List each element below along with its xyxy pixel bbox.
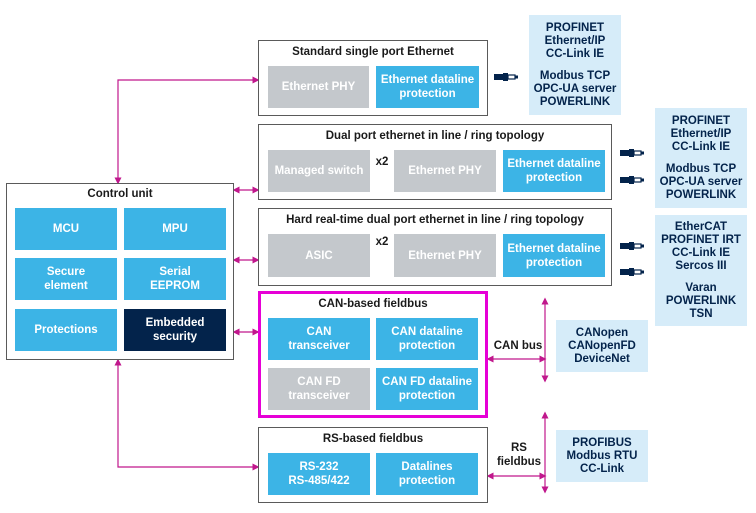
can-title: CAN-based fieldbus: [318, 298, 428, 310]
can-highlight: [258, 291, 488, 418]
dual-eth-protocols: PROFINET Ethernet/IP CC-Link IE Modbus T…: [655, 108, 747, 208]
protocol-item: Modbus RTU: [566, 449, 638, 462]
rs-title: RS-based fieldbus: [322, 433, 424, 445]
protocol-item: OPC-UA server: [659, 175, 743, 188]
std-eth-title: Standard single port Ethernet: [292, 46, 454, 58]
can-protection-block: CAN dataline protection: [376, 318, 478, 360]
protocol-item: PROFINET: [545, 21, 605, 34]
protocol-item: Ethernet/IP: [544, 34, 606, 47]
protocol-item: CC-Link: [579, 462, 625, 475]
protections-block: Protections: [15, 309, 117, 351]
rt-eth-protection-block: Ethernet dataline protection: [503, 234, 605, 277]
protocol-item: Modbus TCP: [665, 162, 737, 175]
link-cu-rs: [114, 358, 260, 471]
can-fd-protection-block: CAN FD dataline protection: [376, 368, 478, 410]
protocol-item: PROFIBUS: [572, 436, 632, 449]
asic-block: ASIC: [268, 234, 370, 277]
std-eth-protection-block: Ethernet dataline protection: [376, 66, 479, 108]
ethernet-connector-icons: [494, 73, 644, 276]
can-protocols: CANopen CANopenFD DeviceNet: [556, 320, 648, 372]
dual-eth-x2-label: x2: [375, 156, 389, 168]
rt-eth-protocols: EtherCAT PROFINET IRT CC-Link IE Sercos …: [655, 215, 747, 326]
std-eth-phy-block: Ethernet PHY: [268, 66, 369, 108]
control-unit-title: Control unit: [87, 188, 153, 200]
protocol-item: Modbus TCP: [539, 69, 611, 82]
link-cu-std-eth: [114, 76, 260, 185]
protocol-item: Ethernet/IP: [670, 127, 732, 140]
serial-eeprom-block: Serial EEPROM: [124, 258, 226, 300]
rt-eth-phy-block: Ethernet PHY: [394, 234, 496, 277]
mcu-block: MCU: [15, 208, 117, 250]
can-transceiver-block: CAN transceiver: [268, 318, 370, 360]
protocol-item: CC-Link IE: [671, 140, 731, 153]
protocol-item: EtherCAT: [674, 220, 728, 233]
embedded-security-block: Embedded security: [124, 309, 226, 351]
protocol-item: POWERLINK: [665, 294, 737, 307]
protocol-item: PROFINET: [671, 114, 731, 127]
mpu-block: MPU: [124, 208, 226, 250]
protocol-item: CANopen: [575, 326, 629, 339]
can-bus-label: CAN bus: [493, 340, 543, 352]
can-fd-transceiver-block: CAN FD transceiver: [268, 368, 370, 410]
protocol-item: CC-Link IE: [671, 246, 731, 259]
protocol-item: CANopenFD: [568, 339, 636, 352]
protocol-item: Varan: [685, 281, 717, 294]
protocol-item: TSN: [689, 307, 713, 320]
rt-eth-x2-label: x2: [375, 236, 389, 248]
rt-eth-title: Hard real-time dual port ethernet in lin…: [286, 214, 584, 226]
protocol-item: OPC-UA server: [533, 82, 617, 95]
std-eth-protocols: PROFINET Ethernet/IP CC-Link IE Modbus T…: [529, 15, 621, 115]
rs-protocols: PROFIBUS Modbus RTU CC-Link: [556, 430, 648, 482]
secure-element-block: Secure element: [15, 258, 117, 300]
rs-protection-block: Datalines protection: [376, 453, 478, 495]
protocol-item: POWERLINK: [539, 95, 611, 108]
protocol-item: PROFINET IRT: [661, 233, 741, 246]
managed-switch-block: Managed switch: [268, 150, 370, 192]
dual-eth-title: Dual port ethernet in line / ring topolo…: [325, 130, 545, 142]
protocol-item: POWERLINK: [665, 188, 737, 201]
rs-transceiver-block: RS-232 RS-485/422: [268, 453, 370, 495]
protocol-item: DeviceNet: [574, 352, 630, 365]
dual-eth-phy-block: Ethernet PHY: [394, 150, 496, 192]
protocol-item: CC-Link IE: [545, 47, 605, 60]
dual-eth-protection-block: Ethernet dataline protection: [503, 150, 605, 192]
protocol-item: Sercos III: [675, 259, 727, 272]
rs-bus-label: RS fieldbus: [496, 442, 542, 468]
